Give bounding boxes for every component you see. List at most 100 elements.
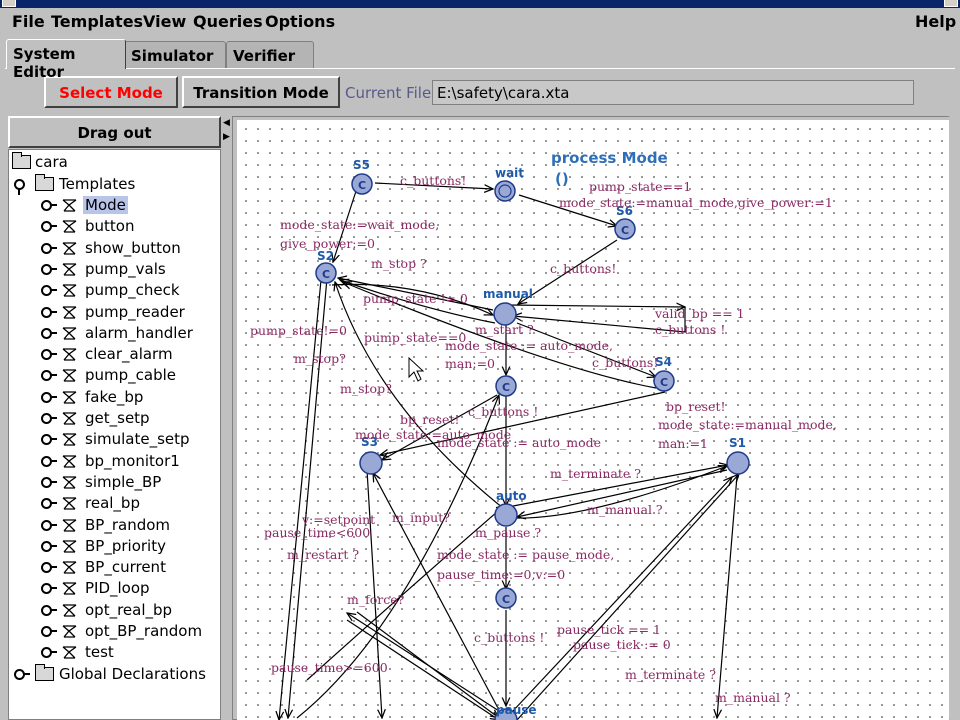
template-automaton-icon	[62, 497, 77, 510]
expand-toggle-icon[interactable]	[41, 604, 57, 616]
edge-label: mode_state := pause_mode,	[437, 547, 614, 562]
state-name: S2	[317, 249, 334, 263]
automaton-canvas[interactable]: process Mode ()	[237, 120, 949, 720]
template-automaton-icon	[62, 518, 77, 532]
edge-label: give_power:=0	[280, 236, 375, 251]
edge-label: m_stop ?	[371, 256, 427, 271]
collapse-left-arrow-icon[interactable]: ◀	[223, 118, 230, 128]
template-automaton-icon	[62, 220, 77, 233]
state-s3[interactable]	[359, 451, 383, 475]
menu-queries[interactable]: Queries	[193, 12, 263, 31]
edge-label: pause_tick := 0	[573, 637, 671, 652]
tree-template-label: pump_cable	[85, 366, 177, 385]
expand-toggle-icon[interactable]	[41, 583, 57, 595]
tree-template-label: BP_current	[85, 558, 166, 577]
collapse-toggle-icon[interactable]	[14, 179, 25, 195]
template-automaton-icon	[62, 476, 77, 489]
expand-toggle-icon[interactable]	[41, 540, 57, 552]
state-s4[interactable]	[653, 370, 675, 392]
template-automaton-icon	[62, 625, 77, 638]
template-automaton-icon	[62, 582, 77, 596]
edge-label: m_restart ?	[287, 547, 359, 562]
edge-label: m_force?	[347, 592, 405, 607]
tree-template-label: get_setp	[85, 409, 150, 427]
automaton-diagram[interactable]: process Mode ()	[237, 120, 949, 720]
tree-template-label: show_button	[85, 238, 181, 257]
tree-template-label: opt_BP_random	[85, 622, 203, 640]
edge-label: mode_state:=manual_mode,give_power:=1	[559, 195, 833, 210]
expand-toggle-icon[interactable]	[41, 242, 57, 254]
mouse-cursor-icon	[408, 356, 425, 382]
committed-icon: C	[621, 224, 629, 237]
edge-label: m_manual ?	[715, 690, 791, 705]
expand-toggle-icon[interactable]	[41, 647, 57, 659]
state-manual[interactable]	[493, 302, 517, 326]
state-s2[interactable]	[315, 262, 337, 284]
expand-toggle-icon[interactable]	[41, 498, 57, 510]
expand-toggle-icon[interactable]	[41, 200, 57, 211]
expand-toggle-icon[interactable]	[41, 327, 57, 339]
state-s6[interactable]	[614, 218, 636, 240]
close-window-icon[interactable]	[944, 0, 958, 7]
transition-mode-button[interactable]: Transition Mode	[182, 76, 340, 108]
state-auto[interactable]	[494, 503, 518, 527]
menu-view[interactable]: View	[143, 12, 187, 31]
tree-template-label: BP_priority	[85, 536, 166, 555]
expand-toggle-icon[interactable]	[41, 413, 57, 424]
expand-right-arrow-icon[interactable]: ▶	[223, 132, 230, 142]
expand-toggle-icon[interactable]	[41, 434, 57, 446]
tab-verifier[interactable]: Verifier	[226, 41, 314, 69]
committed-icon: C	[502, 381, 510, 394]
system-menu-icon[interactable]	[2, 0, 16, 7]
tab-simulator[interactable]: Simulator	[124, 41, 226, 69]
state-s7[interactable]	[495, 375, 517, 397]
tab-bar: System Editor Simulator Verifier	[0, 38, 960, 81]
expand-toggle-icon[interactable]	[41, 285, 57, 297]
menu-help[interactable]: Help	[915, 12, 957, 31]
process-title: process Mode	[551, 149, 668, 167]
edge-label: mode_state:=auto_mode	[355, 427, 511, 442]
menu-templates[interactable]: Templates	[51, 12, 144, 31]
window-title-bar	[0, 0, 960, 8]
edge-label: m_start ?	[475, 322, 534, 337]
expand-toggle-icon[interactable]	[41, 263, 57, 275]
edge-label: pump_state==0	[364, 330, 466, 345]
expand-toggle-icon[interactable]	[14, 669, 30, 680]
edge-label: mode_state:=wait_mode,	[280, 217, 439, 232]
edge-label: pause_tick == 1	[557, 622, 661, 637]
expand-toggle-icon[interactable]	[41, 391, 57, 403]
state-s5[interactable]	[351, 173, 373, 195]
template-automaton-icon	[62, 348, 77, 361]
state-s8[interactable]	[495, 587, 517, 609]
menu-file[interactable]: File	[12, 12, 45, 31]
expand-toggle-icon[interactable]	[41, 519, 57, 531]
template-automaton-icon	[62, 561, 77, 574]
expand-toggle-icon[interactable]	[41, 349, 57, 361]
edge-label: man:=0	[445, 356, 495, 371]
menu-options[interactable]: Options	[265, 12, 336, 31]
edge-label: pump_state!=0	[250, 323, 347, 338]
expand-toggle-icon[interactable]	[41, 476, 57, 488]
state-name: S5	[353, 158, 370, 172]
expand-toggle-icon[interactable]	[41, 370, 57, 382]
committed-icon: C	[502, 593, 510, 606]
expand-toggle-icon[interactable]	[41, 221, 57, 233]
expand-toggle-icon[interactable]	[41, 626, 57, 637]
split-divider[interactable]: ◀ ▶	[221, 116, 232, 720]
tree-template-label: pump_check	[85, 281, 180, 300]
expand-toggle-icon[interactable]	[41, 306, 57, 318]
tab-system-editor[interactable]: System Editor	[6, 39, 126, 81]
committed-icon: C	[322, 268, 330, 281]
expand-toggle-icon[interactable]	[41, 562, 57, 574]
select-mode-button[interactable]: Select Mode	[44, 76, 178, 108]
drag-out-button[interactable]: Drag out	[8, 116, 221, 148]
template-automaton-icon	[62, 604, 77, 617]
current-file-label: Current File:	[345, 84, 437, 102]
template-automaton-icon	[62, 412, 77, 425]
state-pause[interactable]	[494, 708, 518, 720]
expand-toggle-icon[interactable]	[41, 455, 57, 467]
committed-icon: C	[660, 376, 668, 389]
state-s1[interactable]	[726, 451, 750, 475]
state-nodes[interactable]: C C C C C C	[315, 173, 750, 720]
